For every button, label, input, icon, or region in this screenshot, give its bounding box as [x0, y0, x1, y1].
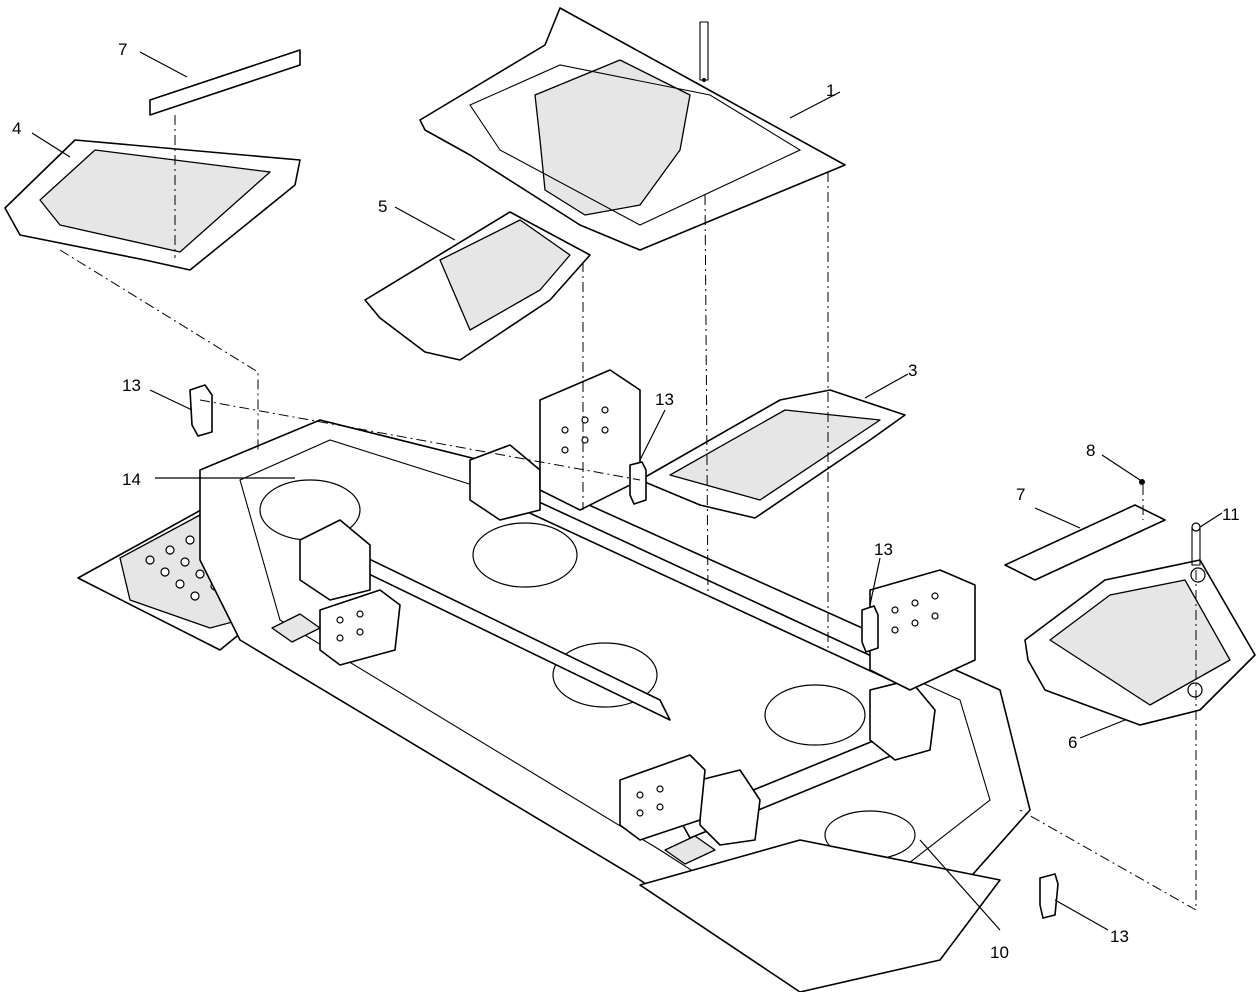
- part-13-latch-left: [189, 384, 213, 437]
- callout-3: 3: [908, 361, 917, 380]
- callout-5: 5: [378, 197, 387, 216]
- part-3-tray: [639, 389, 906, 519]
- callout-11: 11: [1222, 505, 1240, 524]
- callout-13-bottom: 13: [1110, 927, 1129, 946]
- part-13-latch-right: [861, 605, 879, 653]
- callout-1: 1: [826, 81, 835, 100]
- chassis-frame: [77, 369, 1031, 992]
- part-13-latch-center: [629, 461, 647, 505]
- callout-4: 4: [12, 119, 21, 138]
- part-4-pod-cover: [4, 139, 301, 271]
- callout-13-center: 13: [655, 390, 674, 409]
- callout-10: 10: [990, 943, 1009, 962]
- part-1-cover: [419, 7, 846, 251]
- callout-14: 14: [122, 470, 141, 489]
- plate-holes: [336, 406, 939, 817]
- callout-8: 8: [1086, 441, 1095, 460]
- callout-7-left: 7: [118, 40, 127, 59]
- part-6-pod-cover: [1024, 559, 1256, 726]
- part-7-pad-right: [1004, 504, 1166, 581]
- callout-6: 6: [1068, 733, 1077, 752]
- part-5-tray: [364, 211, 591, 361]
- part-11-bolt: [1191, 522, 1201, 566]
- part-13-latch-bottom: [1039, 873, 1059, 919]
- callouts: 7 4 1 5 3 13 13 14 13 8 7 11 6 10 13: [12, 40, 1240, 962]
- opening-4: [764, 684, 866, 746]
- part-8-pin: [1139, 479, 1145, 485]
- callout-13-right: 13: [874, 540, 893, 559]
- alignment-lines: [59, 115, 1197, 911]
- callout-7-right: 7: [1016, 485, 1025, 504]
- part-7-pad-left: [149, 49, 301, 116]
- callout-13-left: 13: [122, 376, 141, 395]
- opening-2: [472, 522, 578, 588]
- leader-lines: [31, 51, 1223, 931]
